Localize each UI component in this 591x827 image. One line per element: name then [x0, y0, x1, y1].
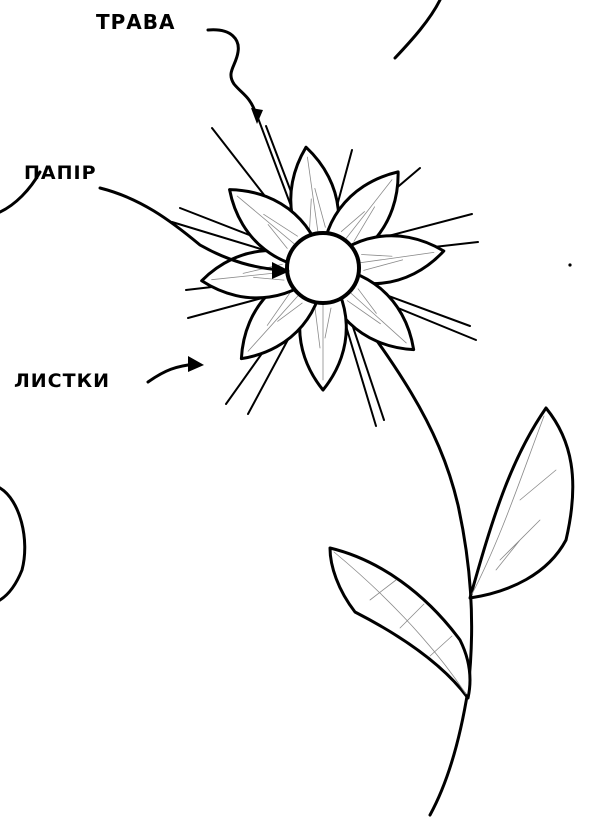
flower-center: [287, 233, 359, 303]
edge-arc-left: [0, 488, 25, 600]
grass-arrowhead: [251, 108, 263, 124]
stem-leaf-right: [470, 408, 573, 598]
grass-arrow: [208, 30, 256, 114]
label-paper: ПАПІР: [24, 162, 97, 184]
stem-leaf-left: [330, 548, 470, 698]
ink-dot: [568, 263, 571, 266]
label-leaves: ЛИСТКИ: [14, 370, 110, 392]
leaves-arrowhead: [188, 356, 204, 372]
flower-stem: [325, 270, 472, 815]
edge-curve-top-right: [395, 0, 440, 58]
label-grass: ТРАВА: [96, 10, 176, 34]
